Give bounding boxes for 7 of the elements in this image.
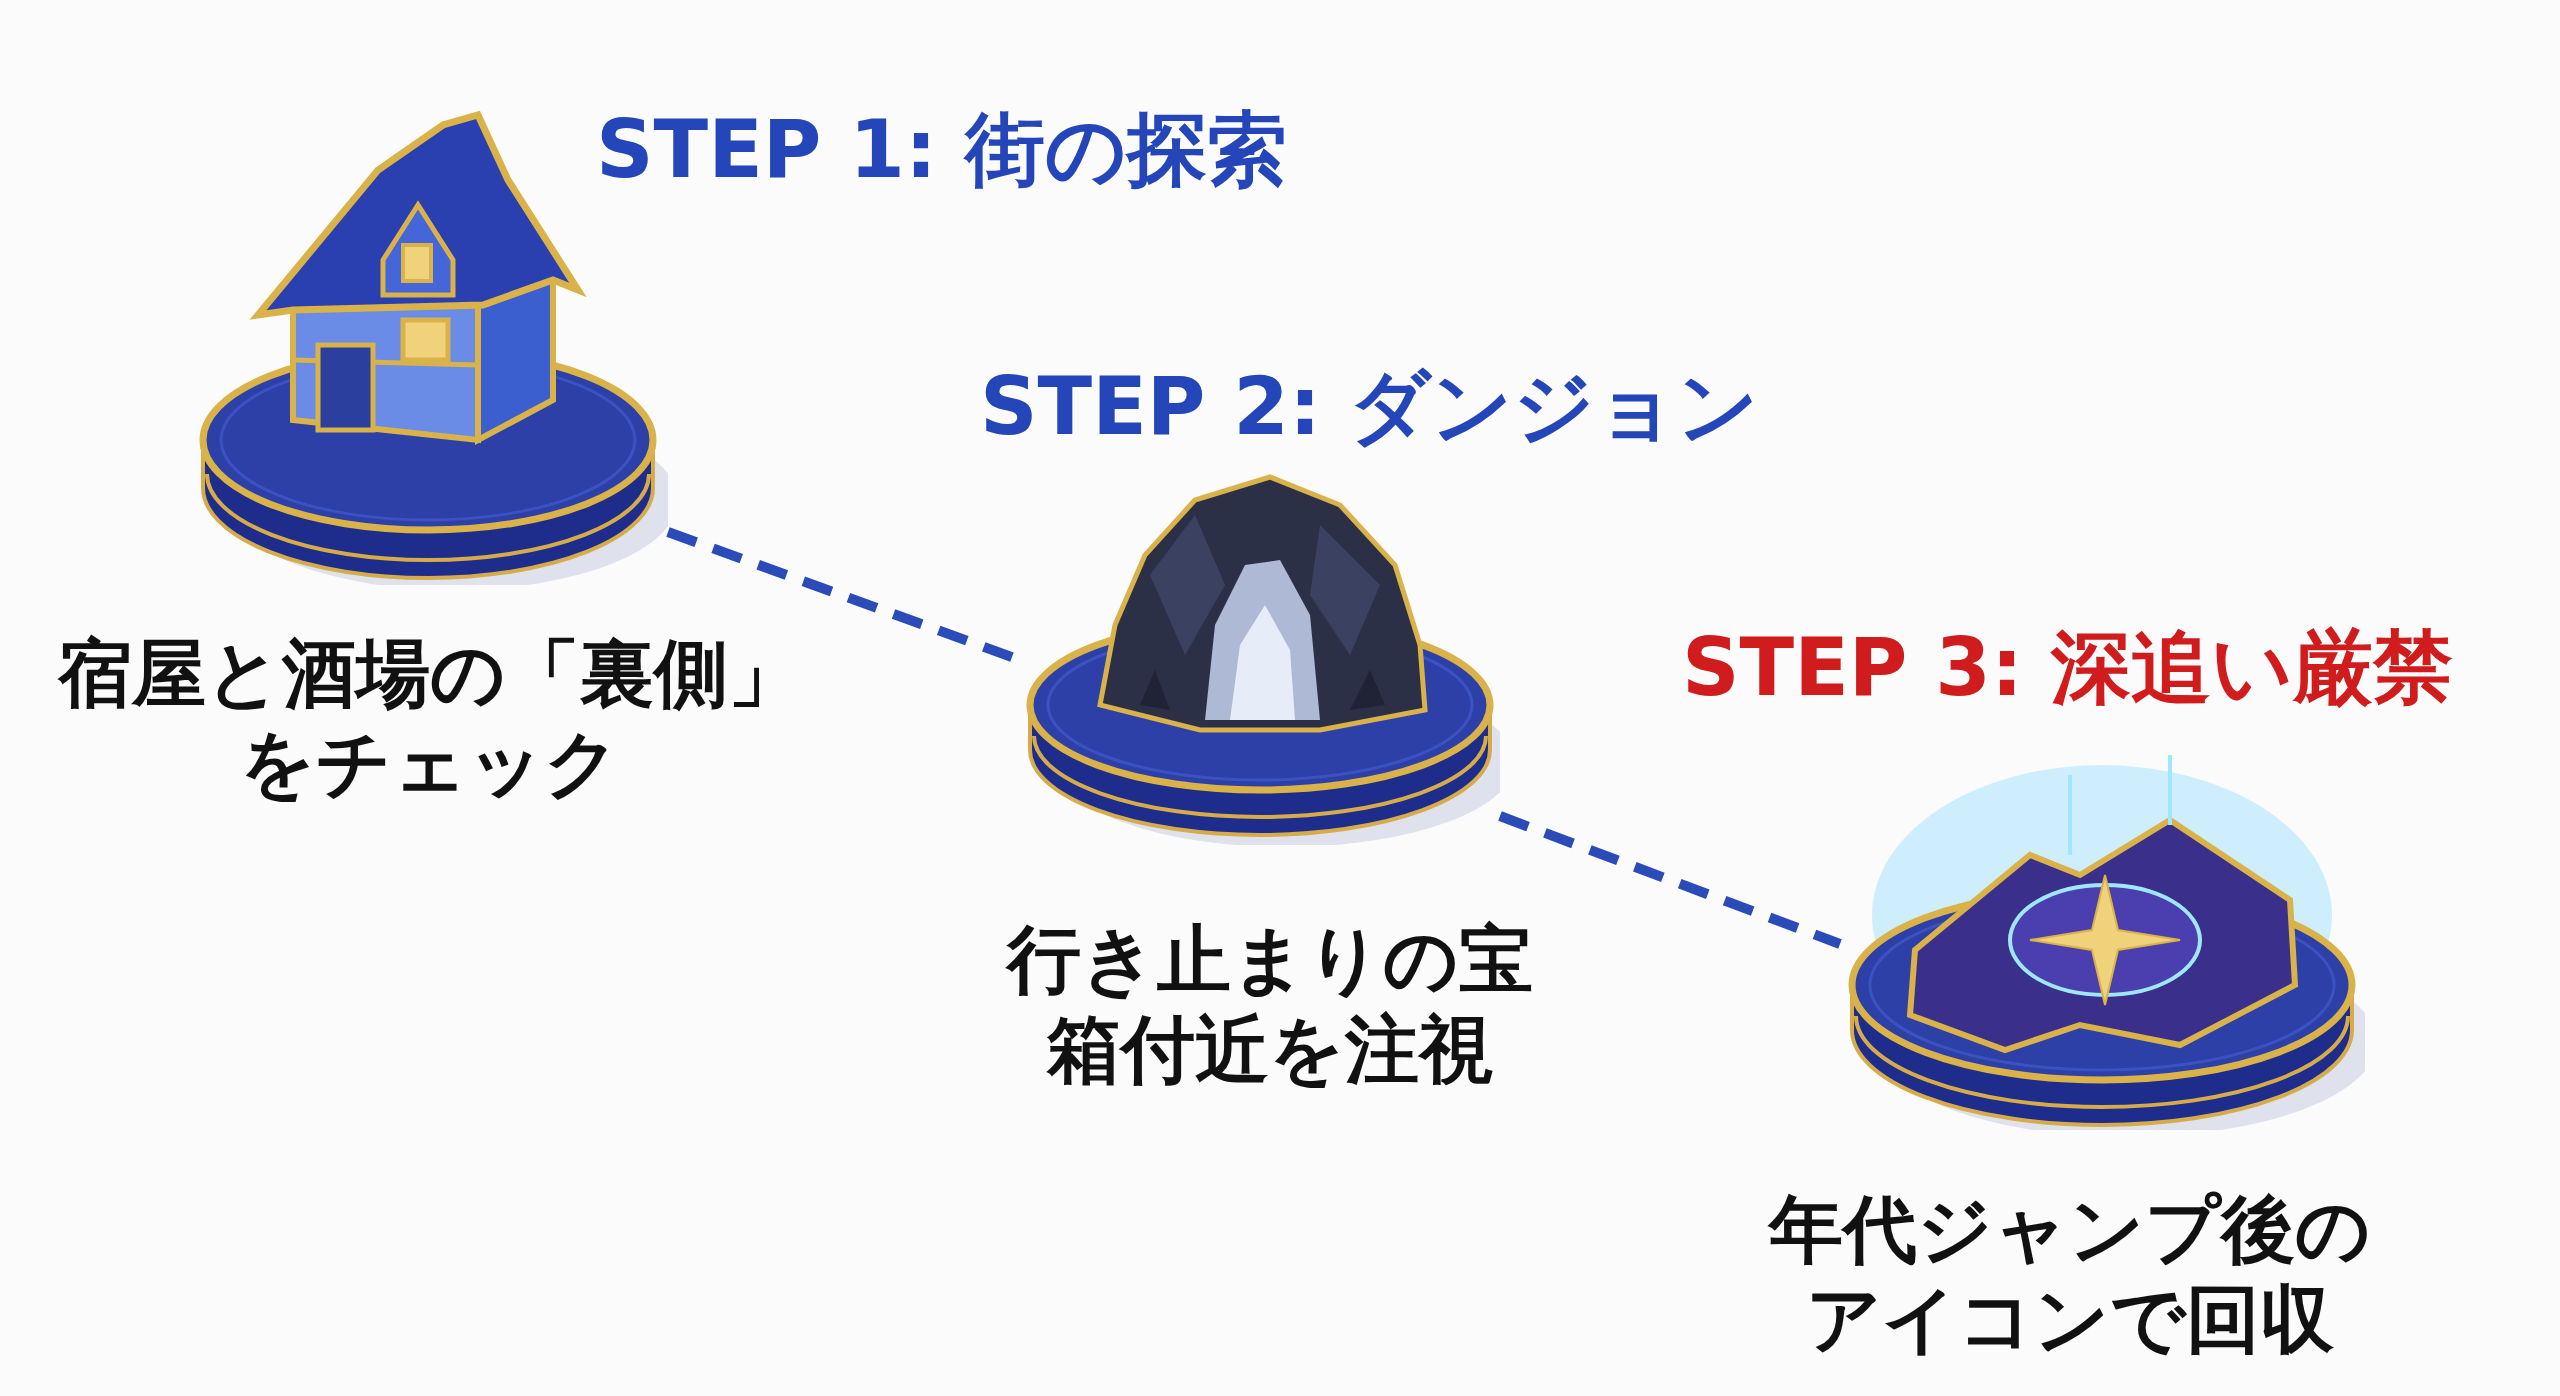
step-caption: 宿屋と酒場の「裏側」をチェック [56,629,803,808]
step-heading: STEP 2: ダンジョン [980,367,1759,447]
dashed-connector [1498,811,1842,949]
step-heading: STEP 1: 街の探索 [596,110,1287,190]
step-caption: 年代ジャンプ後のアイコンで回収 [1769,1185,2371,1364]
step-heading: STEP 3: 深追い厳禁 [1682,628,2453,708]
step-caption: 行き止まりの宝箱付近を注視 [1005,915,1534,1094]
